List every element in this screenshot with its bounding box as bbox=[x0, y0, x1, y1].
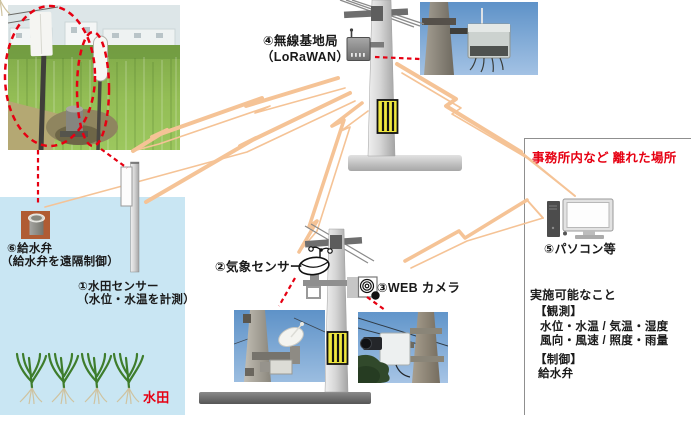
crossarm bbox=[304, 237, 363, 248]
signal-bolt-camera-to-office bbox=[403, 198, 544, 269]
pole-marker-yellow bbox=[376, 99, 399, 134]
pole-marker-yellow bbox=[326, 331, 349, 365]
base-station-icon bbox=[346, 28, 384, 61]
field-sensor-box-1 bbox=[29, 11, 53, 57]
weather-sensor-photo bbox=[234, 310, 325, 382]
field-sensor-box-2 bbox=[93, 35, 108, 82]
field-sensors-photo bbox=[8, 5, 180, 150]
signal-bolt-to-weather-pole bbox=[297, 101, 369, 254]
web-camera-label: ③WEB カメラ bbox=[377, 281, 461, 295]
base-station-label-line2: （LoRaWAN） bbox=[261, 50, 350, 64]
base-station-label-line1: ④無線基地局 bbox=[263, 34, 338, 48]
web-camera-photo bbox=[358, 312, 448, 383]
lorawan-gateway-photo bbox=[420, 2, 538, 75]
weather-sensor-icon bbox=[298, 246, 353, 299]
paddy-field-area bbox=[0, 197, 185, 415]
web-camera-icon bbox=[347, 276, 380, 300]
weather-sensor-label: ②気象センサー bbox=[215, 260, 303, 274]
office-panel bbox=[524, 138, 691, 415]
crossarm bbox=[343, 8, 409, 19]
